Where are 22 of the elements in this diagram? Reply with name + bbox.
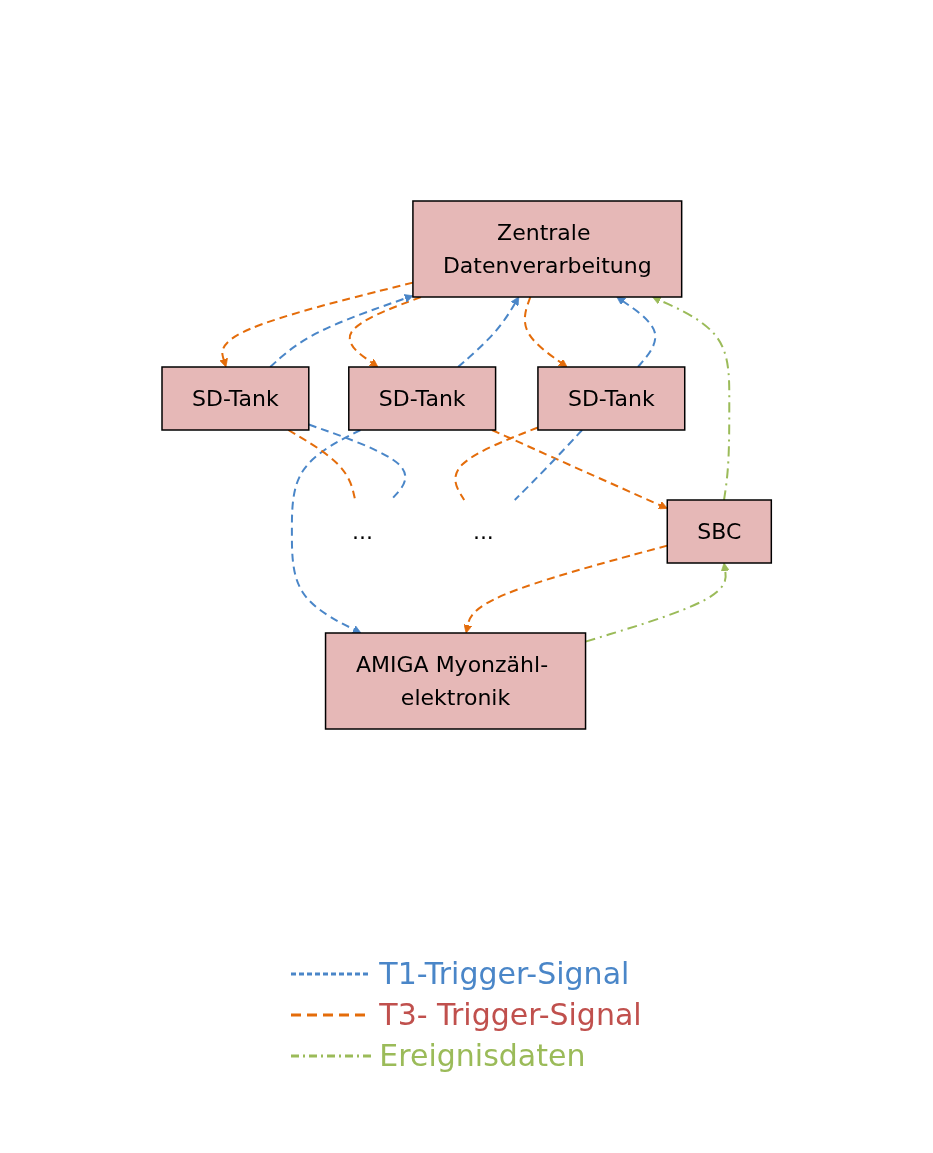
node-text: ... [472, 519, 494, 544]
arrow [348, 296, 422, 368]
arrow [219, 281, 414, 368]
arrow [456, 296, 519, 368]
node-box: SBC [666, 499, 772, 564]
connector [287, 429, 356, 501]
arrow [269, 294, 414, 368]
node-box: SD-Tank [161, 366, 310, 431]
arrow [290, 429, 362, 634]
legend-text: T3- Trigger-Signal [379, 997, 642, 1032]
node-box: SD-Tank [537, 366, 686, 431]
connector [513, 429, 583, 501]
connector [454, 426, 539, 501]
legend-text: T1-Trigger-Signal [379, 956, 630, 991]
arrow [652, 296, 731, 501]
node-text: ... [351, 519, 373, 544]
node-box: SD-Tank [347, 366, 497, 431]
node-box: AMIGA Myonzähl- elektronik [324, 632, 587, 730]
arrow [616, 296, 657, 368]
legend-text: Ereignisdaten [379, 1038, 586, 1073]
arrow [523, 296, 568, 368]
node-box: Zentrale Datenverarbeitung [412, 200, 683, 298]
